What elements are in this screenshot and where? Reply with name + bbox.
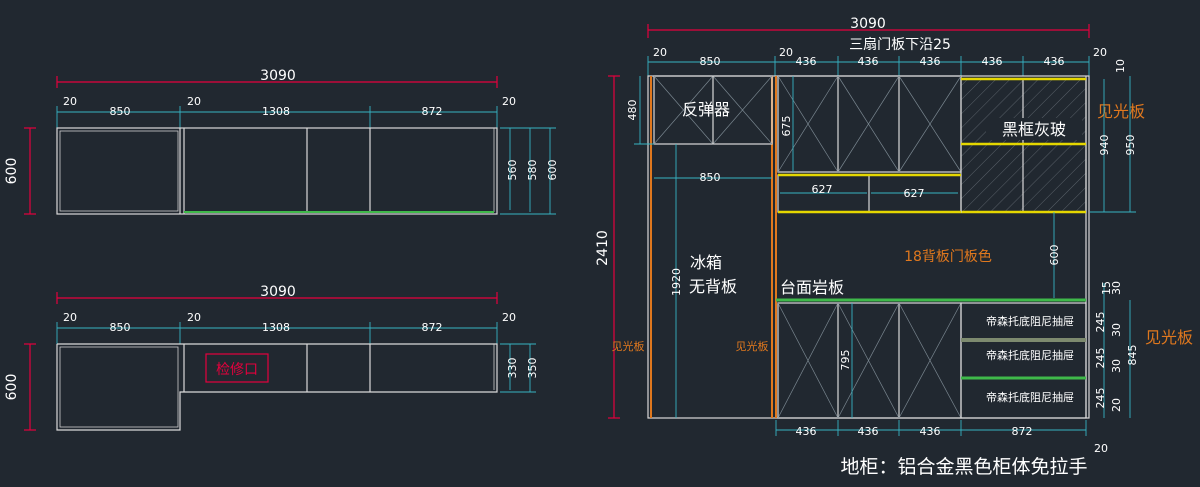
drawer-label-2: 帝森托底阻尼抽屉 xyxy=(986,348,1074,362)
right-small-dim-4: 30 xyxy=(1110,323,1123,337)
right-small-dim-2: 30 xyxy=(1110,281,1123,295)
bottom-overall-dim: 3090 xyxy=(260,284,296,300)
access-port-label: 检修口 xyxy=(216,362,258,378)
visible-panel-right-top-label: 见光板 xyxy=(1097,102,1145,121)
elev-height-480: 480 xyxy=(626,100,639,121)
elev-top-seg-7: 436 xyxy=(982,55,1003,68)
elev-top-seg-3: 20 xyxy=(779,46,793,59)
drawer-width-627-a: 627 xyxy=(812,183,833,196)
right-small-dim-8: 20 xyxy=(1110,398,1123,412)
black-frame-glass-label: 黑框灰玻 xyxy=(1002,120,1066,139)
caption-label: 地柜：铝合金黑色柜体免拉手 xyxy=(840,456,1087,478)
elev-width-850: 850 xyxy=(700,171,721,184)
right-dim-940: 940 xyxy=(1098,135,1111,156)
fridge-height-1920: 1920 xyxy=(670,268,683,296)
top-right-dim-600: 600 xyxy=(546,160,559,181)
top-seg-4: 1308 xyxy=(262,105,290,118)
elev-bottom-seg-1: 436 xyxy=(796,425,817,438)
bottom-seg-5: 872 xyxy=(422,321,443,334)
fridge-label: 冰箱 xyxy=(690,253,722,272)
top-plan-view: 3090 20 850 20 1308 872 20 600 560 580 xyxy=(4,68,559,215)
bottom-right-dim-330: 330 xyxy=(506,358,519,379)
elev-bottom-seg-3: 436 xyxy=(920,425,941,438)
right-small-dim-5: 245 xyxy=(1094,348,1107,369)
elev-bottom-right: 20 xyxy=(1094,442,1108,455)
elev-height-675: 675 xyxy=(780,116,793,137)
elev-top-seg-9: 20 xyxy=(1093,46,1107,59)
top-seg-1: 20 xyxy=(63,95,77,108)
right-dim-845: 845 xyxy=(1126,345,1139,366)
back-panel-label: 18背板门板色 xyxy=(904,248,992,265)
right-small-dim-3: 245 xyxy=(1094,312,1107,333)
visible-panel-left-label: 见光板 xyxy=(612,339,645,353)
top-seg-5: 872 xyxy=(422,105,443,118)
top-seg-3: 20 xyxy=(187,95,201,108)
elev-top-seg-8: 436 xyxy=(1044,55,1065,68)
bottom-seg-1: 20 xyxy=(63,311,77,324)
elev-top-seg-4: 436 xyxy=(796,55,817,68)
door-note-label: 三扇门板下沿25 xyxy=(849,37,951,53)
top-height-dim: 600 xyxy=(4,158,20,185)
elev-top-seg-5: 436 xyxy=(858,55,879,68)
bottom-seg-3: 20 xyxy=(187,311,201,324)
back-height-600: 600 xyxy=(1048,245,1061,266)
countertop-label: 台面岩板 xyxy=(780,278,844,297)
top-right-dim-580: 580 xyxy=(526,160,539,181)
drawer-label-3: 帝森托底阻尼抽屉 xyxy=(986,390,1074,404)
right-small-dim-1: 15 xyxy=(1100,281,1113,295)
visible-panel-right-bottom-label: 见光板 xyxy=(1145,328,1193,347)
elev-top-seg-1: 20 xyxy=(653,46,667,59)
right-small-dim-6: 30 xyxy=(1110,359,1123,373)
top-right-dim-560: 560 xyxy=(506,160,519,181)
top-seg-6: 20 xyxy=(502,95,516,108)
cabinet-elevation: 3090 三扇门板下沿25 20 850 20 436 436 436 436 … xyxy=(595,16,1193,478)
top-seg-2: 850 xyxy=(110,105,131,118)
drawer-width-627-b: 627 xyxy=(904,187,925,200)
rebound-label: 反弹器 xyxy=(682,100,730,119)
elev-bottom-seg-4: 872 xyxy=(1012,425,1033,438)
bottom-plan-view: 3090 20 850 20 1308 872 20 检修口 600 330 3… xyxy=(4,284,539,431)
bottom-seg-4: 1308 xyxy=(262,321,290,334)
visible-panel-mid-label: 见光板 xyxy=(736,339,769,353)
drawer-label-1: 帝森托底阻尼抽屉 xyxy=(986,314,1074,328)
base-door-height-795: 795 xyxy=(839,350,852,371)
bottom-seg-2: 850 xyxy=(110,321,131,334)
elev-top-seg-6: 436 xyxy=(920,55,941,68)
elev-bottom-seg-2: 436 xyxy=(858,425,879,438)
right-dim-950: 950 xyxy=(1124,135,1137,156)
elev-overall-dim: 3090 xyxy=(850,16,886,32)
bottom-height-dim: 600 xyxy=(4,374,20,401)
top-overall-dim: 3090 xyxy=(260,68,296,84)
elev-top-right-dim: 10 xyxy=(1114,59,1127,73)
elev-total-height-2410: 2410 xyxy=(595,230,611,266)
right-small-dim-7: 245 xyxy=(1094,388,1107,409)
bottom-right-dim-350: 350 xyxy=(526,358,539,379)
bottom-seg-6: 20 xyxy=(502,311,516,324)
no-back-label: 无背板 xyxy=(689,277,737,296)
elev-top-seg-2: 850 xyxy=(700,55,721,68)
